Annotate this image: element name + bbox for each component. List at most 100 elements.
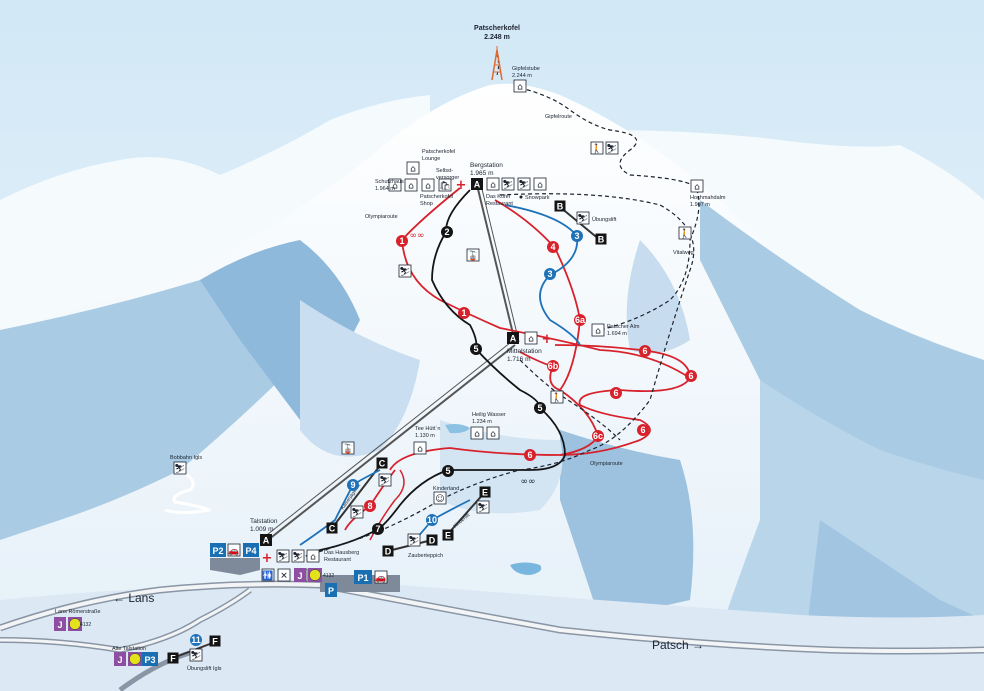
bus-stop-talstation-letter: J xyxy=(297,571,302,581)
kids-icon xyxy=(433,491,447,505)
road-label-patsch: Patsch → xyxy=(652,638,704,652)
lift-c-top[interactable] xyxy=(376,457,388,469)
first-aid-icon: + xyxy=(542,332,553,347)
ski-school-icon xyxy=(576,211,590,225)
ski-school-icon-glyph: ⛷ xyxy=(190,651,201,662)
run-6c-marker[interactable] xyxy=(592,430,604,442)
run-6-marker-2-number: 6 xyxy=(688,371,693,381)
lift-a-top[interactable] xyxy=(471,178,483,190)
run-1-marker-top[interactable] xyxy=(396,235,408,247)
run-6-marker-5[interactable] xyxy=(524,449,536,461)
first-aid-icon: + xyxy=(262,551,273,566)
parking-p-small[interactable] xyxy=(325,583,337,597)
car-icon xyxy=(374,570,388,584)
bus-stop-talstation[interactable] xyxy=(294,568,306,582)
alte-talstation-label: Alte Talstation xyxy=(112,646,146,652)
lift-b-top[interactable] xyxy=(554,200,566,212)
snowpark-icon xyxy=(519,195,523,199)
run-6-marker-3[interactable] xyxy=(610,387,622,399)
run-6-marker-1[interactable] xyxy=(639,345,651,357)
parking-p1[interactable] xyxy=(354,570,372,584)
ski-school-icon xyxy=(350,505,364,519)
run-3-marker-top[interactable] xyxy=(571,230,583,242)
road-lans-inner xyxy=(0,582,321,630)
zauberteppich-label: Zauberteppich xyxy=(408,553,443,559)
run-11-marker[interactable] xyxy=(190,634,202,646)
hut-icon xyxy=(388,178,402,192)
forest-area-2 xyxy=(440,420,563,514)
run-6b-marker[interactable] xyxy=(547,360,559,372)
ski-school-icon-glyph: ⛷ xyxy=(408,536,419,547)
shop-icon-glyph: 🛍 xyxy=(439,181,450,192)
shadow-left-1 xyxy=(0,280,300,540)
kofel-restaurant-line2: Restaurant xyxy=(486,201,513,207)
run-4-marker[interactable] xyxy=(547,241,559,253)
lift-a-middle[interactable] xyxy=(507,332,519,344)
run-1-marker-mid[interactable] xyxy=(458,307,470,319)
bergstation-name: Bergstation xyxy=(470,162,503,169)
parking-p4[interactable] xyxy=(243,543,259,557)
run-7-marker-number: 7 xyxy=(375,524,380,534)
ski-school-icon-glyph: ⛷ xyxy=(351,508,362,519)
run-3-marker-mid[interactable] xyxy=(544,268,556,280)
lift-d-bottom[interactable] xyxy=(382,545,394,557)
run-6a-marker[interactable] xyxy=(574,314,586,326)
sledge-icon-glyph: ⛷ xyxy=(606,144,617,155)
parking-p3[interactable] xyxy=(142,652,158,666)
lift-a-bottom[interactable] xyxy=(260,534,272,546)
bob-icon-glyph: ⛷ xyxy=(174,464,185,475)
olympiaroute-path xyxy=(291,193,695,561)
gipfelstube-name: Gipfelstube xyxy=(512,66,540,72)
run-7-marker[interactable] xyxy=(372,523,384,535)
ski-school-icon xyxy=(378,473,392,487)
run-5-marker-top[interactable] xyxy=(470,343,482,355)
hut-icon-glyph: ⌂ xyxy=(595,327,601,337)
rental-icon xyxy=(501,177,515,191)
shop-line2: Shop xyxy=(420,201,433,207)
tee-huettn-elevation: 1.130 m xyxy=(415,433,435,439)
lift-b-bottom[interactable] xyxy=(595,233,607,245)
run-10-marker[interactable] xyxy=(426,514,438,526)
run-8-marker-number: 8 xyxy=(367,501,372,511)
olympiaroute-lower xyxy=(519,359,621,441)
shadow-right-1 xyxy=(700,200,984,520)
run-6-marker-2[interactable] xyxy=(685,370,697,382)
bus-line-talstation: 4132 xyxy=(323,573,334,579)
lift-b-bottom-letter: B xyxy=(598,235,605,245)
lift-f-bottom[interactable] xyxy=(167,652,179,664)
lift-e-bottom[interactable] xyxy=(442,529,454,541)
lake xyxy=(510,562,542,575)
lounge-line2: Lounge xyxy=(422,156,440,162)
run-5-marker-bottom[interactable] xyxy=(442,465,454,477)
ski-school-icon xyxy=(517,177,531,191)
shop-icon xyxy=(438,178,452,192)
run-2-marker[interactable] xyxy=(441,226,453,238)
run-9-marker[interactable] xyxy=(347,479,359,491)
lans-roemerstrasse-label: Lans Römerstraße xyxy=(55,609,101,615)
run-6a-marker-number: 6a xyxy=(575,315,586,325)
lift-d-top[interactable] xyxy=(426,534,438,546)
gipfelroute-label: Gipfelroute xyxy=(545,114,572,120)
olympic-rings-icon: ∞∞ xyxy=(521,477,536,487)
gondola-icon-glyph: 🚡 xyxy=(467,250,478,262)
lift-f-bottom-letter: F xyxy=(170,654,176,664)
run-5-marker-mid[interactable] xyxy=(534,402,546,414)
run-1-marker-top-number: 1 xyxy=(399,236,404,246)
hut-icon xyxy=(533,177,547,191)
summit-elevation: 2.248 m xyxy=(484,34,510,41)
run-9-marker-number: 9 xyxy=(350,480,355,490)
gondola-line-upper xyxy=(476,184,516,343)
lift-e-top[interactable] xyxy=(479,486,491,498)
bus-stop-alte-talstation[interactable] xyxy=(114,652,126,666)
bus-stop-lans[interactable] xyxy=(54,617,66,631)
black-run-2 xyxy=(431,189,478,350)
parking-p2[interactable] xyxy=(210,543,226,557)
lift-f-top[interactable] xyxy=(209,635,221,647)
lift-e-line xyxy=(446,491,486,536)
lift-c-bottom[interactable] xyxy=(326,522,338,534)
hut-icon xyxy=(306,549,320,563)
bus-line-lans: 4132 xyxy=(80,622,91,628)
run-6-marker-4[interactable] xyxy=(637,424,649,436)
run-8-marker[interactable] xyxy=(364,500,376,512)
